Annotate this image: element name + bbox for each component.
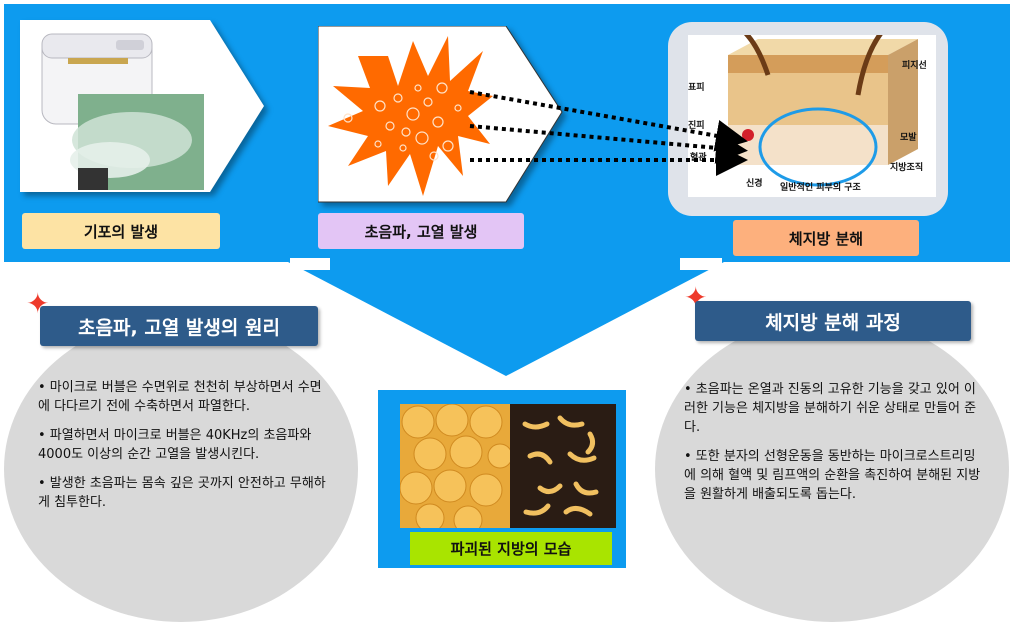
step1-chevron <box>20 20 264 192</box>
skin-label-fat: 지방조직 <box>890 163 924 173</box>
step2-label: 초음파, 고열 발생 <box>318 213 524 249</box>
left-panel-title: 초음파, 고열 발생의 원리 <box>40 306 318 346</box>
skin-label-dermis: 진피 <box>688 121 705 131</box>
right-panel-title: 체지방 분해 과정 <box>695 301 971 341</box>
step1-label: 기포의 발생 <box>22 213 220 249</box>
steam-image <box>70 94 204 190</box>
right-bullet-2: • 또한 분자의 선형운동을 동반하는 마이크로스트리밍에 의해 혈액 및 림프… <box>684 449 981 502</box>
bubbles <box>343 82 462 161</box>
destroyed-fat-image <box>400 404 616 528</box>
burst-shape <box>328 36 493 196</box>
left-bullet-2: • 파열하면서 마이크로 버블은 40KHz의 초음파와 4000도 이상의 순… <box>38 428 312 462</box>
skin-label-nerve: 신경 <box>746 179 763 189</box>
step3-label: 체지방 분해 <box>733 220 919 256</box>
right-bullet-1: • 초음파는 온열과 진동의 고유한 기능을 갖고 있어 이러한 기능은 체지방… <box>684 382 977 435</box>
fat-image-caption: 파괴된 지방의 모습 <box>410 532 612 565</box>
skin-label-hair: 모발 <box>900 133 917 143</box>
left-panel-bullets: • 마이크로 버블은 수면위로 천천히 부상하면서 수면에 다다르기 전에 수축… <box>38 378 332 522</box>
skin-label-vessel: 혈관 <box>690 153 707 163</box>
left-panel-circle <box>4 316 358 622</box>
left-bullet-3: • 발생한 초음파는 몸속 깊은 곳까지 안전하고 무해하게 침투한다. <box>38 476 326 510</box>
left-bullet-1: • 마이크로 버블은 수면위로 천천히 부상하면서 수면에 다다르기 전에 수축… <box>38 380 322 414</box>
right-panel-bullets: • 초음파는 온열과 진동의 고유한 기능을 갖고 있어 이러한 기능은 체지방… <box>684 380 984 514</box>
skin-label-epidermis: 표피 <box>688 83 705 93</box>
skin-label-sebaceous: 피지선 <box>902 61 927 71</box>
skin-diagram-caption: 일반적인 피부의 구조 <box>780 183 861 193</box>
step2-chevron <box>318 26 563 203</box>
right-panel-circle <box>655 316 1009 622</box>
